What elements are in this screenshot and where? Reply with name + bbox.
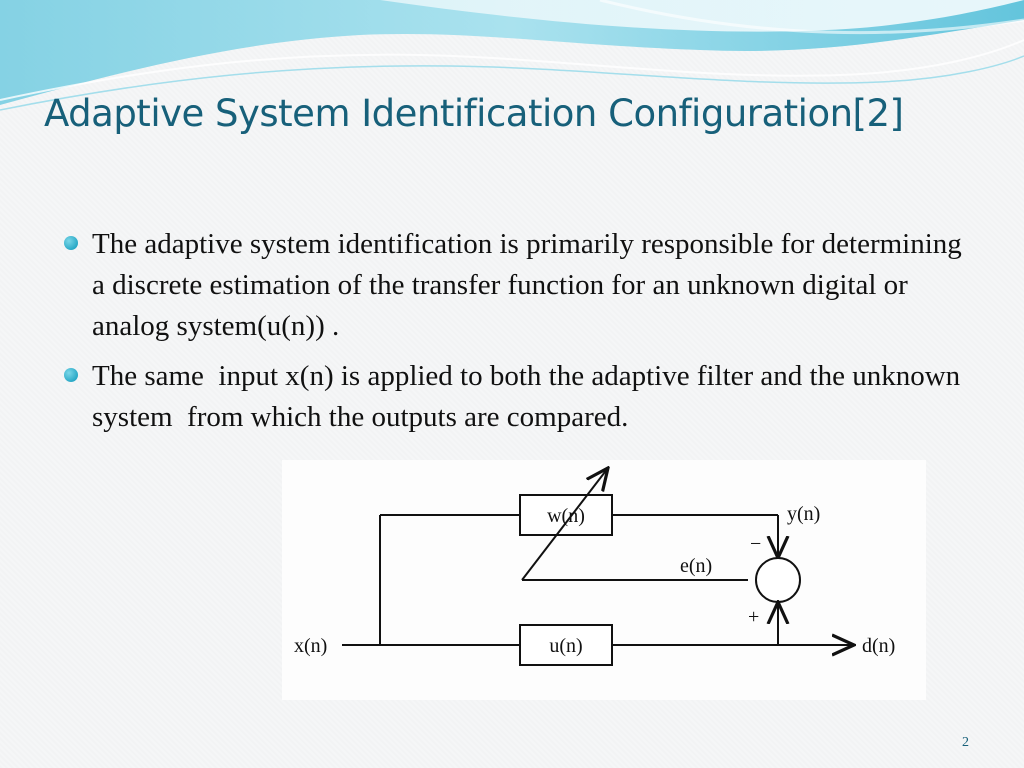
system-identification-diagram: w(n) u(n) x(n) y(n) e(n) d(n) − + (282, 460, 926, 700)
header-wave-decoration (0, 0, 1024, 111)
input-label: x(n) (294, 635, 327, 657)
bullet-item: The same input x(n) is applied to both t… (62, 356, 962, 438)
adaptation-arrow (521, 468, 608, 581)
page-number: 2 (962, 735, 969, 750)
unknown-system-block (519, 624, 613, 666)
bullet-icon (64, 236, 78, 250)
block-diagram-svg: w(n) u(n) x(n) y(n) e(n) d(n) − + (294, 460, 895, 666)
bullet-text: The same input x(n) is applied to both t… (92, 360, 968, 433)
adaptive-filter-block (519, 494, 613, 536)
desired-output-label: d(n) (862, 635, 895, 657)
bullet-text: The adaptive system identification is pr… (92, 228, 970, 342)
minus-sign: − (750, 533, 761, 555)
bullet-item: The adaptive system identification is pr… (62, 224, 962, 347)
plus-sign: + (748, 606, 759, 628)
bullet-icon (64, 368, 78, 382)
slide-title: Adaptive System Identification Configura… (44, 92, 904, 135)
summing-junction (755, 557, 801, 603)
bullet-list: The adaptive system identification is pr… (62, 224, 962, 447)
filter-output-label: y(n) (787, 503, 820, 525)
error-label: e(n) (680, 555, 712, 577)
unknown-system-label: u(n) (549, 635, 582, 657)
